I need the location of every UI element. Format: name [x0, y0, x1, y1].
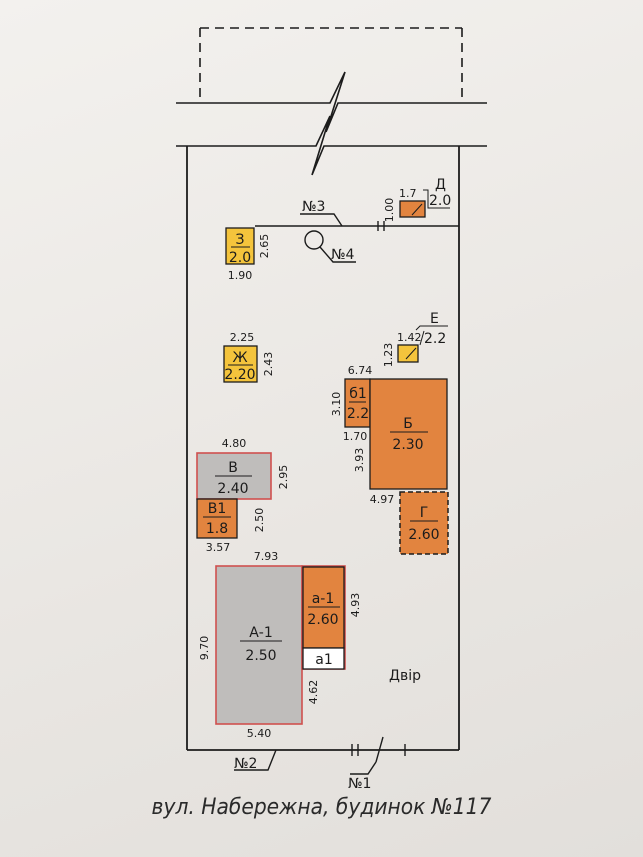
- building-z-height: 2.0: [229, 250, 251, 266]
- building-a1-main-dim-bottom: 5.40: [247, 727, 272, 740]
- marker-n1: №1: [348, 776, 371, 792]
- building-a1-annex-height: 2.60: [307, 612, 338, 628]
- marker-n2: №2: [234, 756, 257, 772]
- building-z-dim-v: 2.65: [258, 234, 271, 259]
- marker-n4: №4: [331, 247, 355, 263]
- building-v-name: В: [228, 460, 238, 476]
- building-v1-dim-v: 2.50: [253, 508, 266, 533]
- building-a1-porch-name: а1: [315, 652, 333, 668]
- building-a1-annex-name: а-1: [312, 591, 335, 607]
- building-z-name: З: [236, 232, 245, 248]
- building-zh-name: Ж: [232, 350, 247, 366]
- building-d-height: 2.0: [429, 193, 451, 209]
- building-e-height: 2.2: [424, 331, 446, 347]
- building-a1-main: А-1 2.50 7.93 9.70 5.40: [198, 550, 346, 740]
- building-v-dim-v: 2.95: [277, 465, 290, 490]
- building-z: З 2.0 2.65 1.90: [225, 227, 271, 282]
- building-d-dim-v: 1.00: [383, 198, 396, 223]
- marker-n3: №3: [302, 199, 325, 215]
- building-a1-annex: а-1 2.60 4.93: [302, 566, 362, 649]
- building-v1: В1 1.8 2.50 3.57: [196, 498, 266, 554]
- building-e-dim-v: 1.23: [382, 343, 395, 368]
- building-a1-porch-dim-v: 4.62: [307, 680, 320, 705]
- building-e-dim-h: 1.42: [397, 331, 422, 344]
- building-zh-height: 2.20: [224, 367, 255, 383]
- street-caption: вул. Набережна, будинок №117: [151, 795, 492, 820]
- building-g-height: 2.60: [408, 527, 439, 543]
- building-b-height: 2.30: [392, 437, 423, 453]
- building-e: 1.42 Е 2.2 1.23: [382, 311, 448, 367]
- building-b1-height: 2.2: [347, 406, 369, 422]
- building-b1-dim-v: 3.10: [330, 392, 343, 417]
- lot-continuation: [199, 27, 463, 100]
- building-v1-name: В1: [208, 501, 227, 517]
- building-g-name: Г: [420, 505, 429, 521]
- building-a1-main-dim-top: 7.93: [254, 550, 279, 563]
- building-g: Г 2.60: [399, 491, 449, 555]
- building-v-dim-top: 4.80: [222, 437, 247, 450]
- building-v: В 2.40 4.80 2.95: [196, 437, 290, 500]
- building-z-dim-h: 1.90: [228, 269, 253, 282]
- building-d-name: Д: [435, 177, 446, 193]
- building-d: 1.7 Д 2.0 1.00: [383, 177, 451, 222]
- bottom-markers: [234, 736, 406, 775]
- building-b: Б 2.30 3.93 4.97: [353, 378, 448, 506]
- break-lines: [176, 71, 487, 176]
- building-v1-dim-bottom: 3.57: [206, 541, 231, 554]
- lot-boundary: [186, 146, 460, 751]
- building-zh: Ж 2.20 2.25 2.43: [223, 331, 275, 383]
- internal-fence: [255, 213, 459, 263]
- building-b1-dim-bottom: 1.70: [343, 430, 368, 443]
- building-a1-main-height: 2.50: [245, 648, 276, 664]
- building-b1-name: б1: [349, 386, 367, 402]
- building-b1-dim-top: 6.74: [348, 364, 373, 377]
- building-b-dim-bottom: 4.97: [370, 493, 395, 506]
- building-b1-annex: б1 2.2 6.74 3.10 1.70: [330, 364, 372, 443]
- building-e-name: Е: [430, 311, 439, 327]
- building-v1-height: 1.8: [206, 521, 228, 537]
- building-a1-porch: а1 4.62: [302, 647, 345, 705]
- building-zh-dim-v: 2.43: [262, 352, 275, 377]
- building-a1-main-name: А-1: [249, 625, 273, 641]
- building-b-dim-v: 3.93: [353, 448, 366, 473]
- building-a1-main-dim-v: 9.70: [198, 636, 211, 661]
- building-zh-dim-h: 2.25: [230, 331, 255, 344]
- building-a1-annex-dim-v: 4.93: [349, 593, 362, 618]
- building-d-dim-h: 1.7: [399, 187, 417, 200]
- yard-label: Двір: [389, 668, 421, 684]
- building-v-height: 2.40: [217, 481, 248, 497]
- building-b-name: Б: [403, 416, 413, 432]
